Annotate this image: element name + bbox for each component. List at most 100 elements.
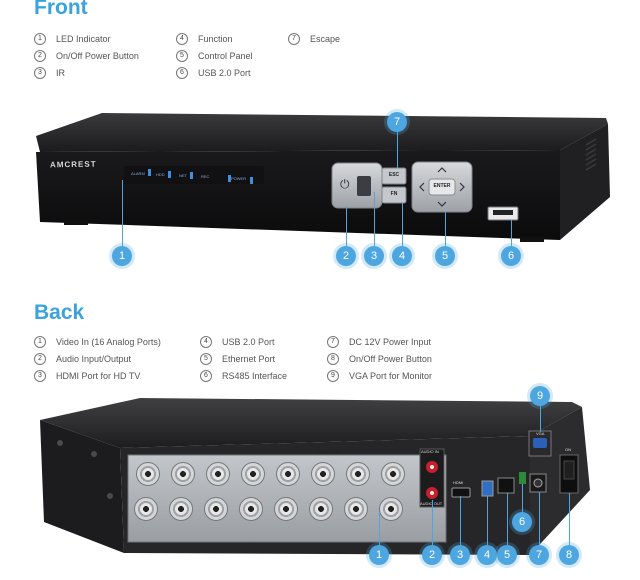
led-label: NET <box>179 173 187 178</box>
front-title: Front <box>34 0 88 19</box>
bnc-video-port <box>276 462 300 486</box>
legend-label: DC 12V Power Input <box>349 337 432 347</box>
legend-label: VGA Port for Monitor <box>349 371 433 381</box>
callout-badge: 6 <box>512 512 532 532</box>
legend-label: Audio Input/Output <box>56 354 132 364</box>
legend-number: 4 <box>176 33 188 45</box>
bnc-video-port <box>134 497 158 521</box>
bnc-video-port <box>171 462 195 486</box>
legend-number: 2 <box>34 353 46 365</box>
power-icon[interactable]: ⏻ <box>340 177 350 191</box>
legend-number: 1 <box>34 33 46 45</box>
legend-label: On/Off Power Button <box>56 51 139 61</box>
callout-badge: 2 <box>336 246 356 266</box>
legend-number: 3 <box>34 370 46 382</box>
callout-badge: 5 <box>435 246 455 266</box>
legend-item: 1 LED Indicator <box>34 33 111 45</box>
callout-badge: 8 <box>559 545 579 565</box>
bnc-video-port <box>204 497 228 521</box>
legend-label: RS485 Interface <box>222 371 288 381</box>
callout-badge: 4 <box>392 246 412 266</box>
legend-item: 2 Audio Input/Output <box>34 353 131 365</box>
back-left-side <box>40 420 124 553</box>
legend-label: IR <box>56 68 65 78</box>
callout-badge: 3 <box>450 545 470 565</box>
bnc-video-port <box>379 497 403 521</box>
legend-label: Video In (16 Analog Ports) <box>56 337 161 347</box>
audio-out-label: AUDIO OUT <box>420 501 443 506</box>
led-label: POWER <box>231 176 247 181</box>
bnc-video-port <box>239 497 263 521</box>
bnc-video-port <box>346 462 370 486</box>
callout-badge: 9 <box>530 386 550 406</box>
legend-item: 3 HDMI Port for HD TV <box>34 370 140 382</box>
legend-item: 5 Ethernet Port <box>200 353 275 365</box>
back-title: Back <box>34 301 85 324</box>
callout-badge: 3 <box>364 246 384 266</box>
bnc-video-port <box>381 462 405 486</box>
legend-number: 6 <box>176 67 188 79</box>
bnc-video-port <box>309 497 333 521</box>
video-in-label: VIDEO IN <box>318 450 340 456</box>
led-label: HDD <box>156 172 165 177</box>
callout-badge: 1 <box>369 545 389 565</box>
front-side-panel <box>560 124 610 240</box>
legend-label: On/Off Power Button <box>349 354 432 364</box>
legend-number: 2 <box>34 50 46 62</box>
legend-label: LED Indicator <box>56 34 111 44</box>
legend-number: 9 <box>327 370 339 382</box>
legend-item: 9 VGA Port for Monitor <box>327 370 432 382</box>
legend-label: Escape <box>310 34 341 44</box>
legend-item: 2 On/Off Power Button <box>34 50 139 62</box>
legend-number: 6 <box>200 370 212 382</box>
led-label: REC <box>201 174 210 179</box>
callout-badge: 6 <box>501 246 521 266</box>
callout-badge: 5 <box>497 545 517 565</box>
bnc-video-port <box>274 497 298 521</box>
bnc-video-port <box>241 462 265 486</box>
led-indicator-strip <box>124 166 264 184</box>
bnc-video-port <box>311 462 335 486</box>
legend-number: 5 <box>200 353 212 365</box>
legend-item: 7 DC 12V Power Input <box>327 336 431 348</box>
bnc-video-port <box>344 497 368 521</box>
legend-number: 7 <box>327 336 339 348</box>
front-face-panel <box>36 150 560 240</box>
legend-number: 5 <box>176 50 188 62</box>
hdmi-label: HDMI <box>453 480 464 485</box>
legend-label: USB 2.0 Port <box>198 68 251 78</box>
legend-label: HDMI Port for HD TV <box>56 371 141 381</box>
legend-number: 8 <box>327 353 339 365</box>
legend-item: 3 IR <box>34 67 65 79</box>
callout-badge: 2 <box>422 545 442 565</box>
esc-button[interactable]: ESC <box>388 172 400 178</box>
callout-badge: 1 <box>112 246 132 266</box>
legend-label: Ethernet Port <box>222 354 276 364</box>
legend-item: 7 Escape <box>288 33 340 45</box>
on-label: ON <box>565 447 571 452</box>
legend-item: 1 Video In (16 Analog Ports) <box>34 336 161 348</box>
bnc-video-port <box>169 497 193 521</box>
back-top-cover <box>40 398 582 448</box>
legend-label: Control Panel <box>198 51 253 61</box>
legend-item: 8 On/Off Power Button <box>327 353 432 365</box>
legend-label: USB 2.0 Port <box>222 337 275 347</box>
legend-item: 6 RS485 Interface <box>200 370 287 382</box>
callout-badge: 7 <box>387 112 407 132</box>
fn-button[interactable]: FN <box>390 191 398 197</box>
legend-item: 5 Control Panel <box>176 50 253 62</box>
legend-number: 7 <box>288 33 300 45</box>
legend-number: 1 <box>34 336 46 348</box>
legend-item: 6 USB 2.0 Port <box>176 67 251 79</box>
callout-badge: 7 <box>529 545 549 565</box>
amcrest-logo: AMCREST <box>49 159 97 170</box>
legend-number: 3 <box>34 67 46 79</box>
enter-button[interactable]: ENTER <box>433 183 451 189</box>
callout-badge: 4 <box>477 545 497 565</box>
vga-label: VGA <box>536 431 545 436</box>
audio-in-label: AUDIO IN <box>421 449 439 454</box>
bnc-video-port <box>206 462 230 486</box>
